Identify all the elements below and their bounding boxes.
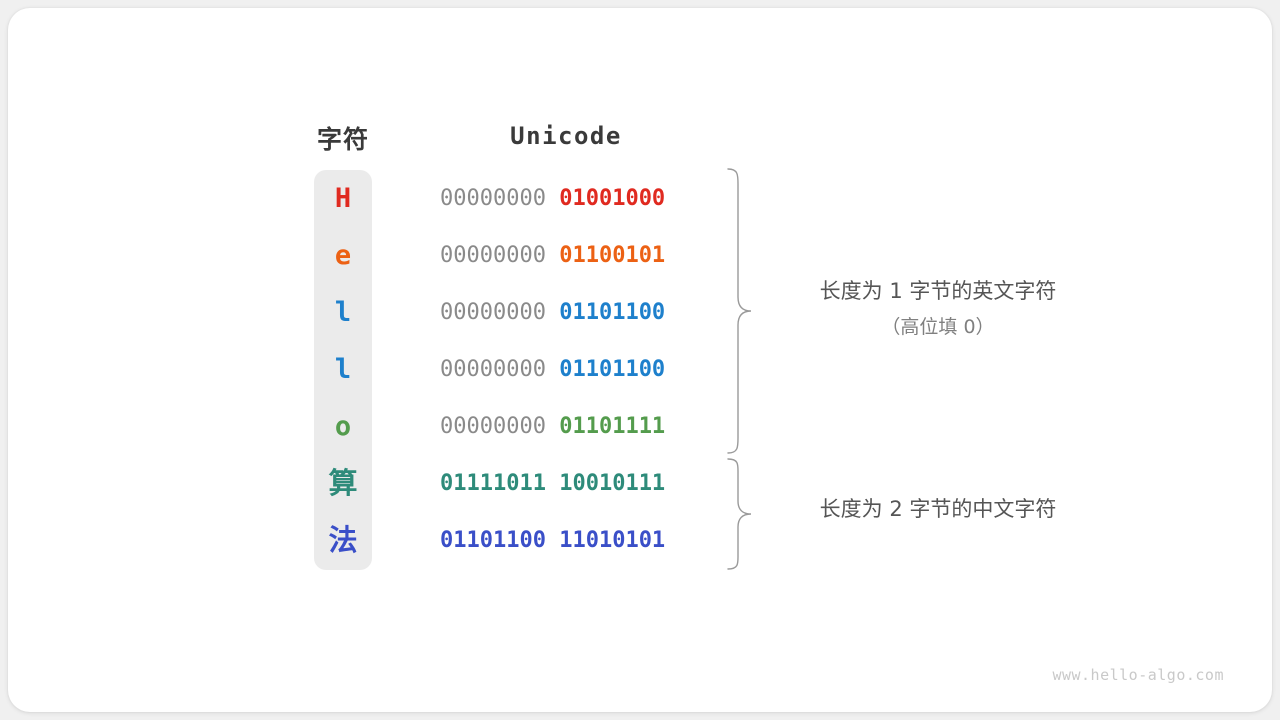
character-cell-3: l	[334, 354, 352, 385]
character-cell-0: H	[334, 183, 352, 214]
binary-low-byte-0: 01001000	[559, 186, 666, 211]
binary-row-3: 00000000 01101100	[440, 341, 692, 398]
annotation-chinese-main: 长度为 2 字节的中文字符	[819, 497, 1057, 521]
binary-row-5: 01111011 10010111	[440, 455, 692, 512]
binary-row-6: 01101100 11010101	[440, 512, 692, 569]
binary-row-0: 00000000 01001000	[440, 170, 692, 227]
binary-high-byte-1: 00000000	[440, 243, 546, 268]
watermark-url: www.hello-algo.com	[1052, 666, 1224, 684]
binary-row-1: 00000000 01100101	[440, 227, 692, 284]
binary-high-byte-3: 00000000	[440, 357, 546, 382]
binary-low-byte-3: 01101100	[559, 357, 666, 382]
binary-gap-2	[546, 300, 559, 325]
column-header-unicode: Unicode	[510, 122, 622, 150]
annotation-english-sub: （高位填 0）	[881, 316, 995, 338]
character-column-background	[314, 170, 372, 570]
annotation-english: 长度为 1 字节的英文字符 （高位填 0）	[768, 273, 1108, 345]
binary-low-byte-2: 01101100	[559, 300, 666, 325]
annotation-english-main: 长度为 1 字节的英文字符	[819, 279, 1057, 303]
binary-low-byte-4: 01101111	[559, 414, 666, 439]
diagram-card: 字符 Unicode H 00000000 01001000 e 00000000 0…	[8, 8, 1272, 712]
binary-gap-3	[546, 357, 559, 382]
binary-gap-5	[546, 471, 559, 496]
binary-gap-0	[546, 186, 559, 211]
binary-high-byte-5: 01111011	[440, 471, 546, 496]
binary-gap-1	[546, 243, 559, 268]
character-cell-6: 法	[328, 523, 358, 557]
binary-low-byte-6: 11010101	[559, 528, 666, 553]
annotation-chinese: 长度为 2 字节的中文字符	[768, 491, 1108, 527]
brace-english	[727, 168, 752, 454]
binary-gap-4	[546, 414, 559, 439]
brace-chinese	[727, 458, 752, 570]
binary-gap-6	[546, 528, 559, 553]
binary-high-byte-4: 00000000	[440, 414, 546, 439]
binary-high-byte-0: 00000000	[440, 186, 546, 211]
binary-low-byte-1: 01100101	[559, 243, 666, 268]
binary-high-byte-2: 00000000	[440, 300, 546, 325]
binary-high-byte-6: 01101100	[440, 528, 546, 553]
character-cell-1: e	[334, 240, 352, 271]
character-cell-4: o	[334, 411, 352, 442]
character-cell-5: 算	[328, 466, 358, 500]
column-header-character: 字符	[316, 126, 369, 154]
binary-row-2: 00000000 01101100	[440, 284, 692, 341]
character-cell-2: l	[334, 297, 352, 328]
binary-low-byte-5: 10010111	[559, 471, 666, 496]
binary-row-4: 00000000 01101111	[440, 398, 692, 455]
